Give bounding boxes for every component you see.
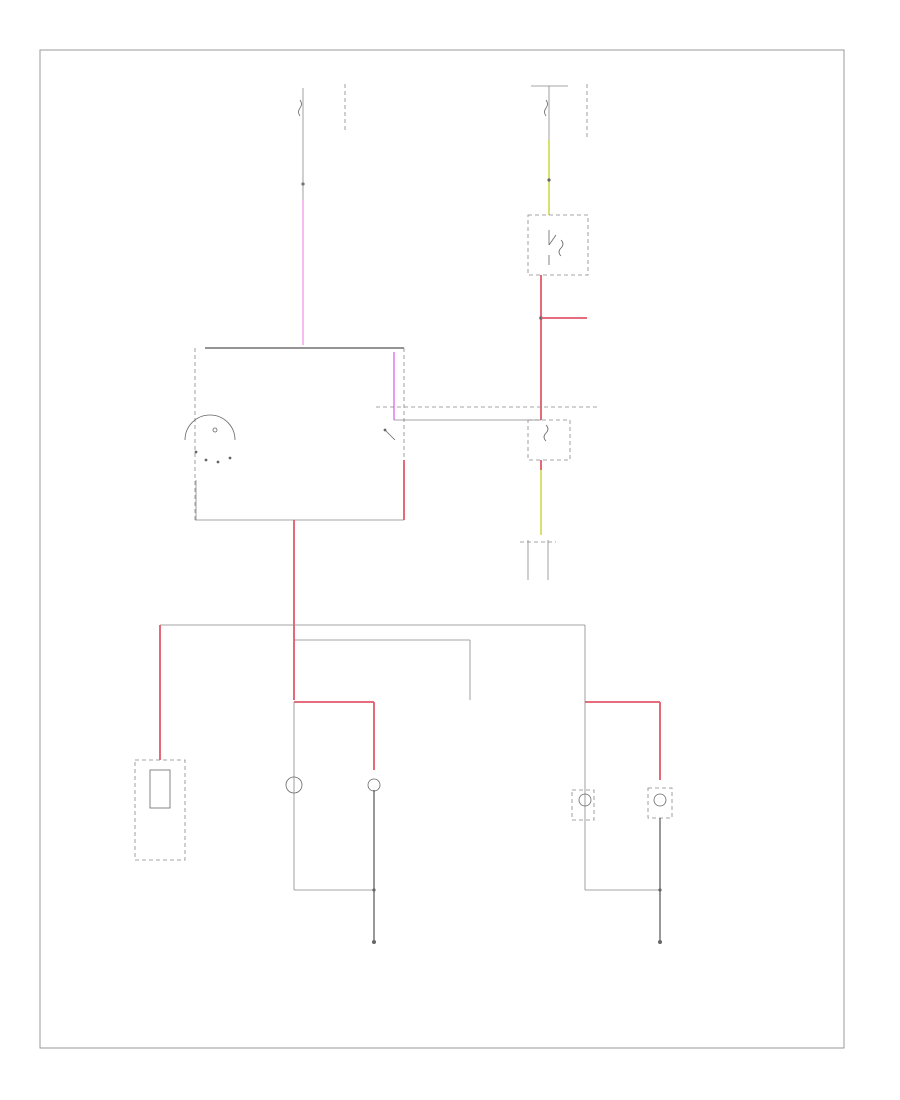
- fuse-icon: [544, 99, 548, 117]
- splice-dot-icon: [658, 888, 662, 892]
- left-lamp-group: [285, 701, 381, 944]
- splice-dot-icon: [547, 178, 551, 182]
- fuse-icon: [298, 99, 302, 117]
- lamp-icon: [571, 789, 595, 821]
- diagram-frame: [39, 49, 845, 1049]
- switch-icon: [383, 428, 396, 441]
- top-right-feed: [527, 84, 589, 420]
- lower-trunk: [159, 520, 586, 890]
- relay-icon: [548, 230, 564, 265]
- lamp-icon: [647, 787, 673, 819]
- reverse-relay: [520, 419, 571, 580]
- ground-icon: [372, 940, 376, 944]
- right-lamp-group: [571, 701, 673, 944]
- ground-icon: [658, 940, 662, 944]
- battery-junction-box: [134, 759, 186, 861]
- pcm-module-block: [184, 347, 600, 521]
- switch-icon: [184, 414, 236, 464]
- relay-icon: [543, 424, 549, 442]
- lamp-icon: [367, 778, 381, 792]
- top-left-feed: [298, 84, 346, 345]
- splice-dot-icon: [372, 888, 376, 892]
- lamp-icon: [285, 776, 303, 794]
